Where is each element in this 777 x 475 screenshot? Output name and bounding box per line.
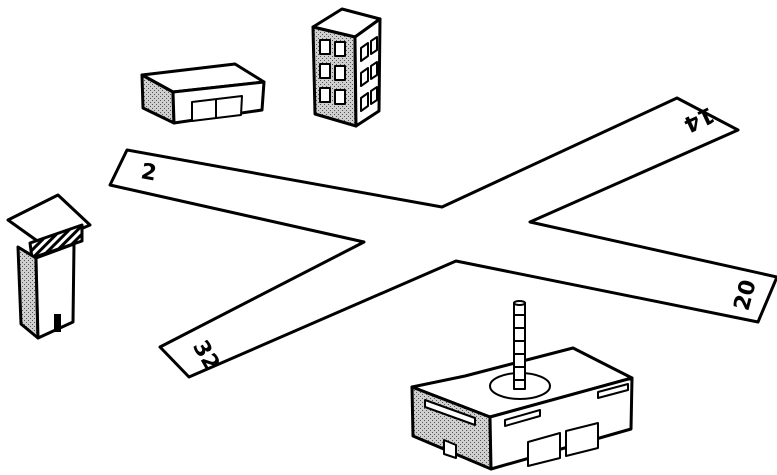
runways: 2 14 20 32 <box>108 96 777 379</box>
radar-building <box>410 300 634 471</box>
low-building <box>140 62 266 125</box>
runway-label-2: 2 <box>139 159 158 186</box>
control-tower <box>6 193 92 340</box>
runway-outline <box>108 96 777 379</box>
office-tower <box>311 7 382 128</box>
